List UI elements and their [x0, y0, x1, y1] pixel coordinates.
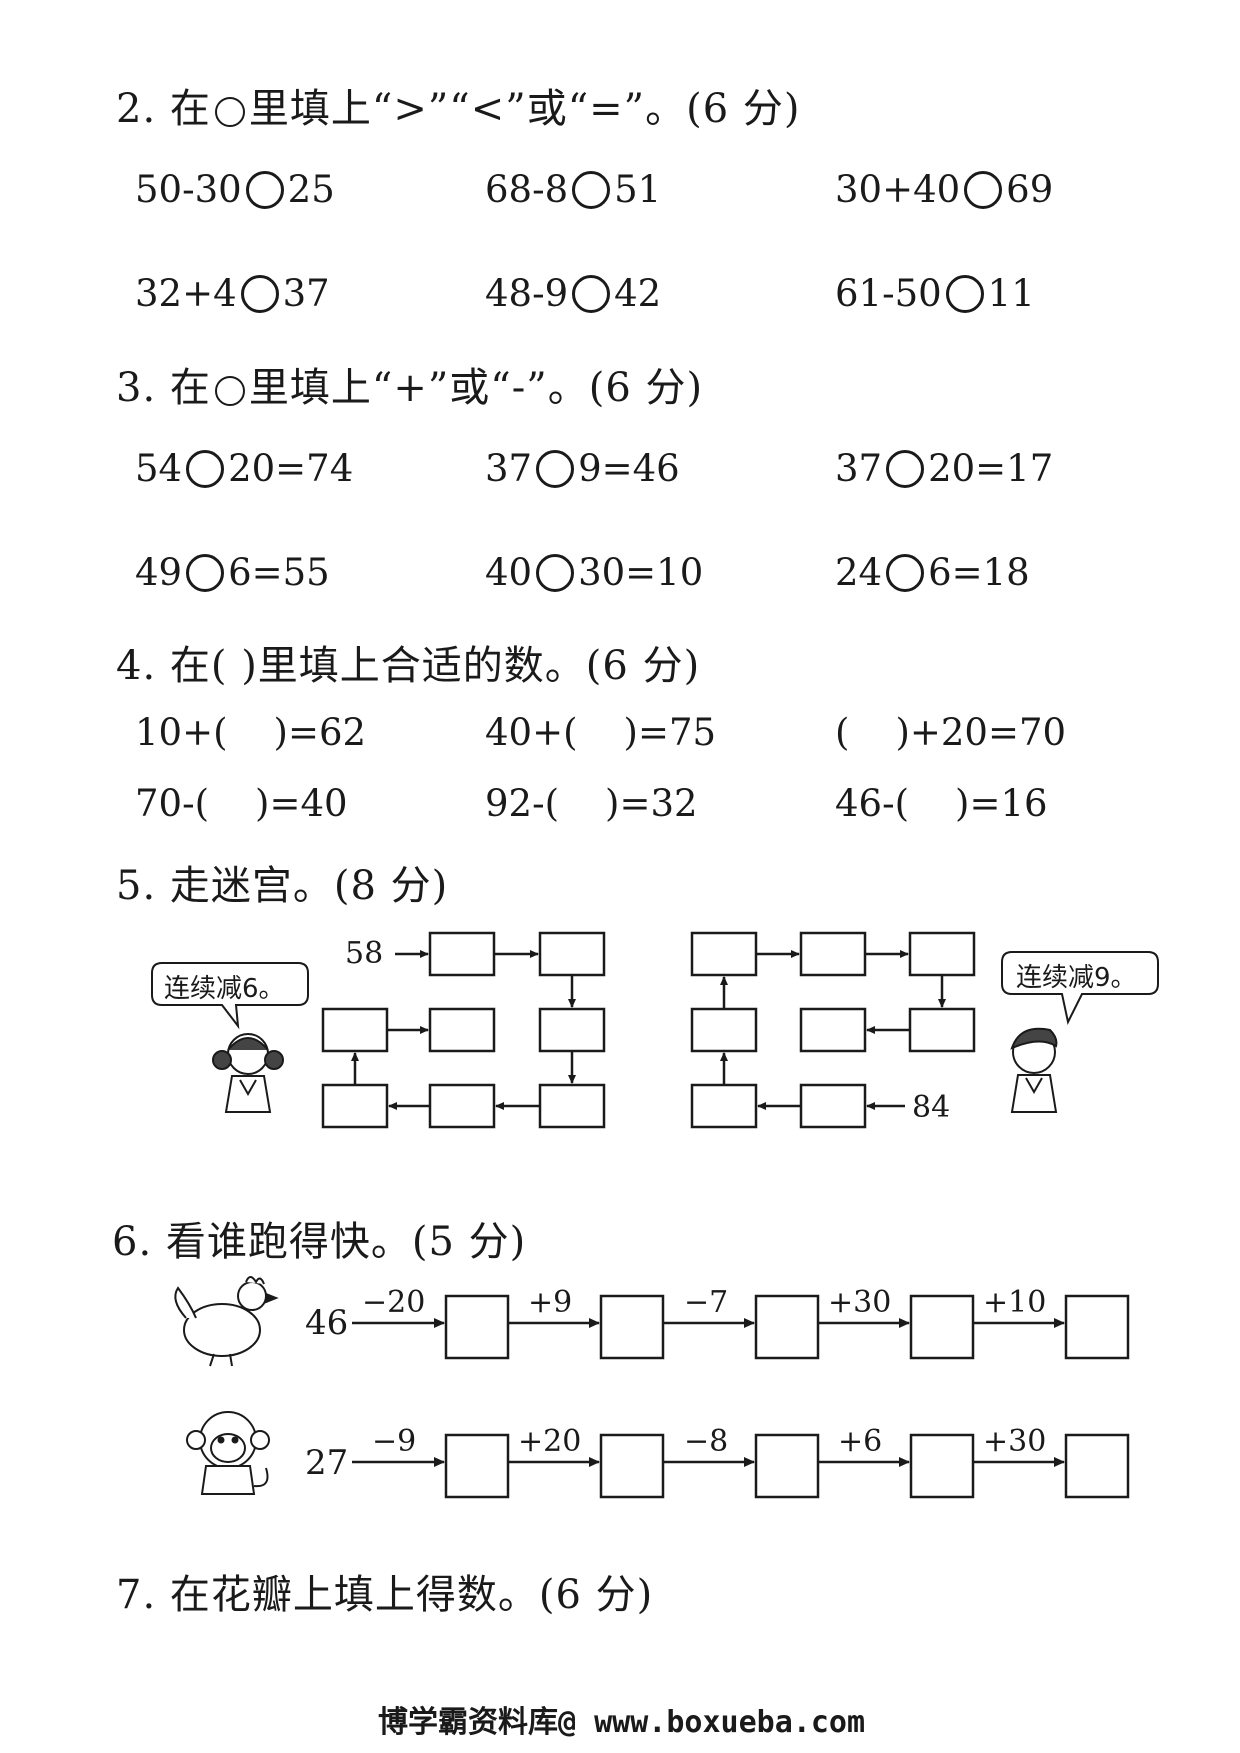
maze-box[interactable]: [799, 1083, 867, 1129]
maze-box[interactable]: [799, 931, 867, 977]
speech-bubble-left: [151, 962, 309, 1030]
maze-box[interactable]: [428, 931, 496, 977]
maze-box[interactable]: [690, 931, 758, 977]
answer-box[interactable]: [599, 1294, 665, 1360]
answer-box[interactable]: [444, 1294, 510, 1360]
op-label: −7: [684, 1285, 729, 1320]
q4-item-3: ()+20=70: [835, 711, 1067, 754]
answer-box[interactable]: [1064, 1433, 1130, 1499]
answer-circle[interactable]: [886, 553, 925, 592]
maze-box[interactable]: [321, 1007, 389, 1053]
maze-box[interactable]: [428, 1007, 496, 1053]
answer-circle[interactable]: [536, 553, 575, 592]
op-label: −20: [362, 1285, 426, 1320]
girl-icon: [212, 1033, 284, 1113]
circle-icon: [214, 376, 245, 406]
q4-heading: 4. 在( )里填上合适的数。(6 分): [116, 643, 701, 689]
op-label: +10: [983, 1285, 1047, 1320]
maze-box[interactable]: [690, 1007, 758, 1053]
op-label: −8: [684, 1424, 729, 1459]
maze-right-start: 84: [912, 1090, 951, 1125]
q4-item-5: 92-()=32: [485, 782, 698, 825]
rooster-start: 46: [305, 1303, 349, 1343]
answer-box[interactable]: [909, 1294, 975, 1360]
maze-box[interactable]: [908, 931, 976, 977]
maze-box[interactable]: [428, 1083, 496, 1129]
answer-box[interactable]: [909, 1433, 975, 1499]
footer-watermark: 博学霸资料库@ www.boxueba.com: [378, 1705, 866, 1740]
bubble-right-text: 连续减9。: [1016, 963, 1137, 993]
answer-box[interactable]: [1064, 1294, 1130, 1360]
speech-bubble-right: [1001, 951, 1159, 1025]
q6-heading: 6. 看谁跑得快。(5 分): [112, 1219, 527, 1265]
answer-circle[interactable]: [572, 274, 611, 313]
circle-icon: [214, 97, 245, 127]
maze-box[interactable]: [690, 1083, 758, 1129]
maze-box[interactable]: [908, 1007, 976, 1053]
op-label: +20: [518, 1424, 582, 1459]
maze-box[interactable]: [538, 1007, 606, 1053]
answer-box[interactable]: [599, 1433, 665, 1499]
op-label: +6: [838, 1424, 883, 1459]
op-label: +9: [528, 1285, 573, 1320]
maze-box[interactable]: [538, 931, 606, 977]
answer-circle[interactable]: [245, 170, 284, 209]
maze-box[interactable]: [799, 1007, 867, 1053]
bubble-left-text: 连续减6。: [164, 974, 285, 1004]
monkey-icon: [186, 1411, 270, 1495]
maze-box[interactable]: [321, 1083, 389, 1129]
op-label: +30: [983, 1424, 1047, 1459]
answer-circle[interactable]: [240, 274, 279, 313]
q5-heading: 5. 走迷宫。(8 分): [116, 863, 449, 909]
maze-left-start: 58: [345, 936, 384, 971]
answer-circle[interactable]: [964, 170, 1003, 209]
answer-box[interactable]: [754, 1433, 820, 1499]
maze-diagram: [151, 931, 1159, 1129]
answer-circle[interactable]: [945, 274, 984, 313]
q4-item-1: 10+()=62: [135, 711, 367, 754]
maze-box[interactable]: [538, 1083, 606, 1129]
answer-box[interactable]: [444, 1433, 510, 1499]
answer-circle[interactable]: [886, 449, 925, 488]
op-label: −9: [372, 1424, 417, 1459]
answer-box[interactable]: [754, 1294, 820, 1360]
answer-circle[interactable]: [186, 553, 225, 592]
rooster-icon: [174, 1276, 279, 1367]
q4-item-2: 40+()=75: [485, 711, 717, 754]
q2-heading: 2. 在里填上“>”“<”或“=”。(6 分): [116, 86, 801, 132]
answer-circle[interactable]: [186, 449, 225, 488]
race-diagram: [174, 1276, 1130, 1499]
q7-heading: 7. 在花瓣上填上得数。(6 分): [116, 1572, 654, 1618]
monkey-start: 27: [305, 1443, 349, 1483]
q4-item-6: 46-()=16: [835, 782, 1048, 825]
op-label: +30: [828, 1285, 892, 1320]
q4-item-4: 70-()=40: [135, 782, 348, 825]
q3-heading: 3. 在里填上“+”或“-”。(6 分): [116, 365, 704, 411]
answer-circle[interactable]: [536, 449, 575, 488]
answer-circle[interactable]: [572, 170, 611, 209]
boy-icon: [1010, 1027, 1058, 1113]
